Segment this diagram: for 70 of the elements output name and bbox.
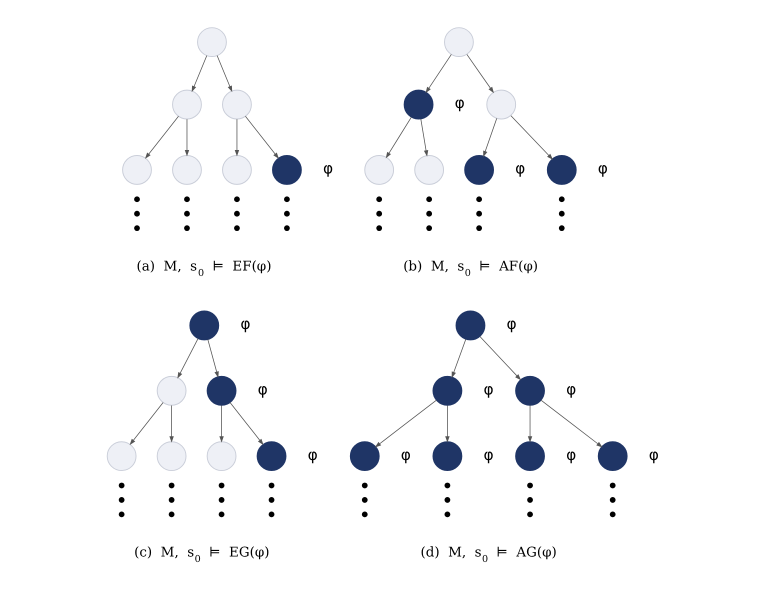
arrow bbox=[230, 402, 264, 446]
node-circle bbox=[598, 441, 628, 472]
node-circle bbox=[350, 441, 380, 472]
node-circle bbox=[456, 310, 486, 340]
node-label: φ bbox=[400, 446, 411, 464]
arrow bbox=[425, 54, 452, 94]
node-circle bbox=[444, 27, 474, 57]
arrow bbox=[216, 55, 232, 92]
node-circle bbox=[206, 376, 236, 406]
label: (b) M, s$_{0}$ ⊨ AF(φ) bbox=[403, 259, 538, 279]
node-circle bbox=[272, 155, 302, 185]
node-circle bbox=[222, 90, 252, 120]
label: (a) M, s$_{0}$ ⊨ EF(φ) bbox=[136, 259, 272, 279]
arrow bbox=[540, 400, 603, 448]
label: (d) M, s$_{0}$ ⊨ AG(φ) bbox=[420, 546, 557, 566]
arrow bbox=[130, 402, 164, 446]
arrow bbox=[207, 339, 219, 378]
node-label: φ bbox=[322, 160, 334, 178]
node-label: φ bbox=[308, 446, 318, 464]
arrow bbox=[386, 116, 412, 158]
arrow bbox=[483, 118, 498, 158]
node-circle bbox=[256, 441, 286, 472]
arrow bbox=[234, 118, 240, 156]
node-label: φ bbox=[483, 446, 494, 464]
arrow bbox=[374, 400, 437, 448]
node-circle bbox=[189, 310, 220, 340]
node-circle bbox=[515, 376, 545, 406]
node-label: φ bbox=[240, 315, 250, 334]
arrow bbox=[420, 118, 428, 157]
node-circle bbox=[172, 90, 202, 120]
arrow bbox=[245, 116, 279, 159]
node-circle bbox=[404, 90, 434, 120]
node-label: φ bbox=[566, 380, 576, 398]
arrow bbox=[169, 405, 174, 443]
node-circle bbox=[515, 441, 545, 472]
arrow bbox=[144, 116, 179, 159]
node-label: φ bbox=[598, 160, 608, 178]
node-label: φ bbox=[258, 380, 268, 398]
node-label: φ bbox=[454, 94, 465, 112]
node-label: φ bbox=[648, 446, 659, 464]
arrow bbox=[219, 405, 224, 443]
arrow bbox=[510, 115, 554, 160]
node-circle bbox=[197, 27, 227, 57]
node-label: φ bbox=[483, 380, 494, 398]
node-circle bbox=[486, 90, 516, 120]
arrow bbox=[192, 55, 208, 92]
arrow bbox=[184, 118, 190, 156]
arrow bbox=[445, 405, 450, 443]
arrow bbox=[177, 338, 198, 379]
arrow bbox=[480, 336, 522, 380]
node-circle bbox=[106, 441, 137, 472]
node-circle bbox=[156, 376, 186, 406]
node-circle bbox=[122, 155, 152, 185]
node-label: φ bbox=[515, 160, 526, 178]
node-circle bbox=[432, 441, 462, 472]
node-circle bbox=[464, 155, 494, 185]
node-circle bbox=[156, 441, 186, 472]
node-circle bbox=[206, 441, 236, 472]
arrow bbox=[466, 54, 494, 94]
node-circle bbox=[172, 155, 202, 185]
arrow bbox=[452, 338, 466, 378]
node-label: φ bbox=[566, 446, 576, 464]
arrow bbox=[528, 405, 532, 443]
node-circle bbox=[222, 155, 252, 185]
node-circle bbox=[364, 155, 394, 185]
node-circle bbox=[414, 155, 444, 185]
label: (c) M, s$_{0}$ ⊨ EG(φ) bbox=[134, 546, 270, 566]
node-circle bbox=[432, 376, 462, 406]
node-label: φ bbox=[506, 315, 517, 334]
node-circle bbox=[546, 155, 577, 185]
